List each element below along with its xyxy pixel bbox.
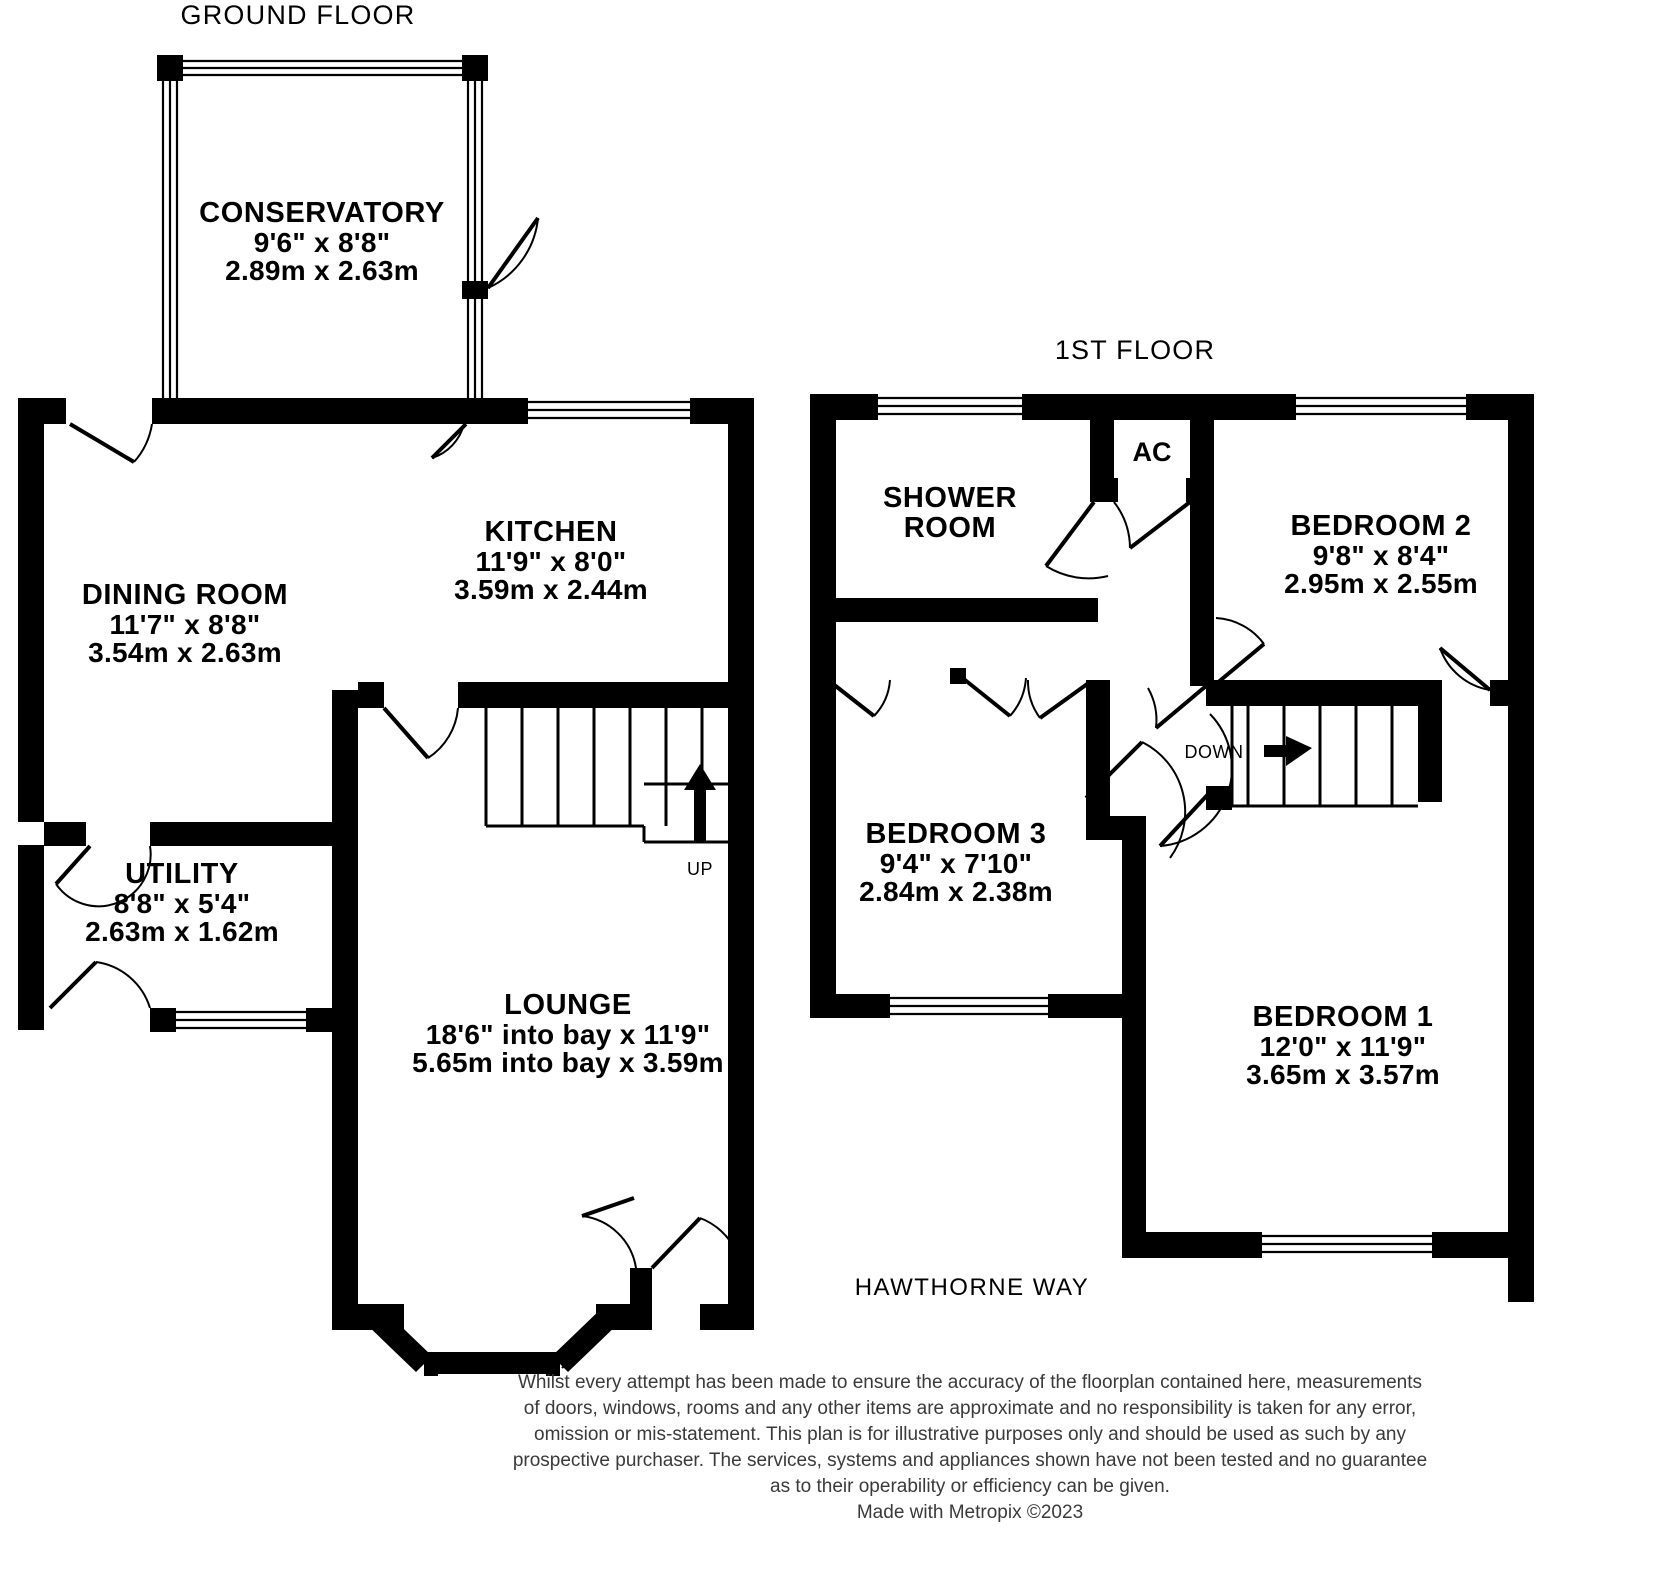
ground-floor-title: GROUND FLOOR <box>181 0 416 30</box>
bedroom-3-metric: 2.84m x 2.38m <box>859 876 1053 907</box>
ground-floor-doors <box>48 422 744 1305</box>
kitchen-metric: 3.59m x 2.44m <box>454 574 648 605</box>
disclaimer-block: Whilst every attempt has been made to en… <box>513 1372 1427 1523</box>
conservatory-label: CONSERVATORY <box>199 197 445 229</box>
dining-room-imperial: 11'7" x 8'8" <box>110 609 261 640</box>
kitchen-label: KITCHEN <box>484 516 617 548</box>
bedroom-2-imperial: 9'8" x 8'4" <box>1313 540 1450 571</box>
lounge-imperial: 18'6" into bay x 11'9" <box>426 1019 711 1050</box>
disclaimer-credit: Made with Metropix ©2023 <box>857 1502 1083 1523</box>
ground-floor-walls <box>18 398 754 1330</box>
shower-room-label-line2: ROOM <box>904 512 997 544</box>
up-label: UP <box>687 859 713 879</box>
bedroom-2-metric: 2.95m x 2.55m <box>1284 568 1478 599</box>
first-floor-title: 1ST FLOOR <box>1055 335 1215 365</box>
bedroom-2-label: BEDROOM 2 <box>1290 510 1471 542</box>
bedroom-1-imperial: 12'0" x 11'9" <box>1260 1031 1427 1062</box>
lounge-metric: 5.65m into bay x 3.59m <box>412 1047 724 1078</box>
bedroom-3-label: BEDROOM 3 <box>865 818 1046 850</box>
utility-metric: 2.63m x 1.62m <box>85 916 279 947</box>
conservatory-door <box>486 216 540 290</box>
dining-room-label: DINING ROOM <box>82 579 288 611</box>
dining-room-metric: 3.54m x 2.63m <box>88 637 282 668</box>
conservatory-structure <box>157 55 488 404</box>
disclaimer-line-4: prospective purchaser. The services, sys… <box>513 1450 1427 1471</box>
lounge-label: LOUNGE <box>504 989 632 1021</box>
kitchen-imperial: 11'9" x 8'0" <box>476 546 627 577</box>
down-label: DOWN <box>1185 742 1244 762</box>
shower-room-label-line1: SHOWER <box>883 482 1017 514</box>
first-floor-staircase <box>1230 706 1418 808</box>
bedroom-3-imperial: 9'4" x 7'10" <box>880 848 1032 879</box>
disclaimer-line-5: as to their operability or efficiency ca… <box>770 1476 1170 1497</box>
first-floor-walls <box>810 394 1534 1302</box>
disclaimer-line-3: omission or mis-statement. This plan is … <box>534 1424 1406 1445</box>
conservatory-metric: 2.89m x 2.63m <box>225 255 419 286</box>
first-floor-doors <box>826 500 1492 859</box>
ac-label: AC <box>1133 437 1172 467</box>
disclaimer-line-1: Whilst every attempt has been made to en… <box>518 1372 1422 1393</box>
street-label: HAWTHORNE WAY <box>855 1274 1090 1301</box>
bedroom-1-label: BEDROOM 1 <box>1252 1001 1433 1033</box>
conservatory-imperial: 9'6" x 8'8" <box>254 227 391 258</box>
lounge-bay-window <box>364 1306 620 1376</box>
utility-label: UTILITY <box>125 858 239 890</box>
disclaimer-line-2: of doors, windows, rooms and any other i… <box>524 1398 1416 1419</box>
utility-imperial: 8'8" x 5'4" <box>114 888 251 919</box>
bedroom-1-metric: 3.65m x 3.57m <box>1246 1059 1440 1090</box>
ground-floor-staircase <box>484 708 750 844</box>
